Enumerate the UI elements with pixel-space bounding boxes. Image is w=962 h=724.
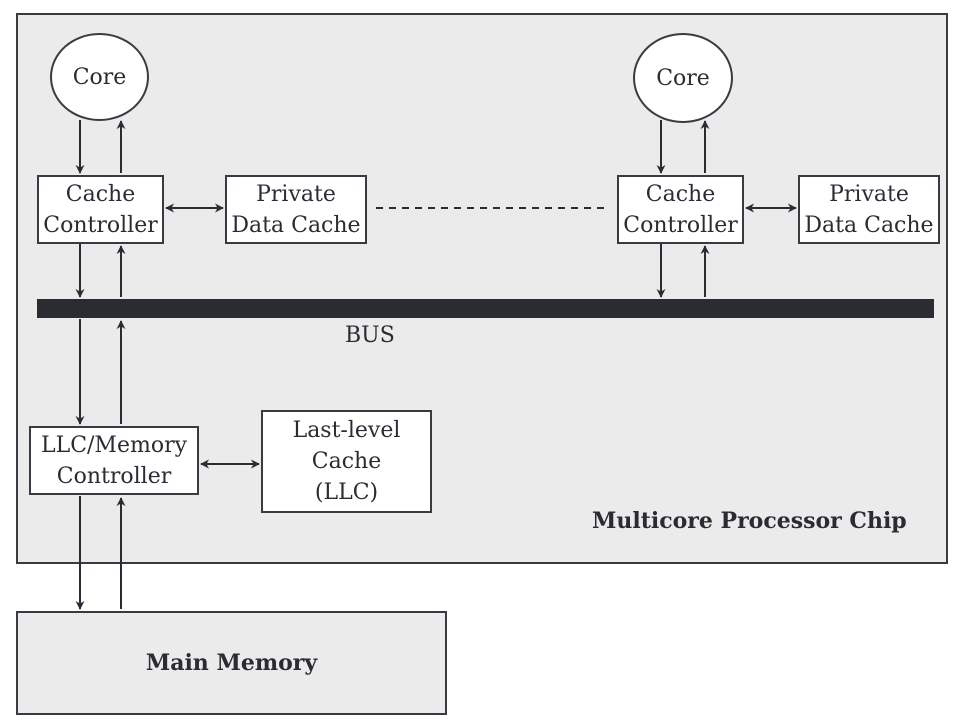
cache-controller-1: Cache Controller [37, 175, 164, 244]
llc-line3: (LLC) [314, 480, 379, 505]
chip-label: Multicore Processor Chip [592, 508, 907, 534]
main-memory-box: Main Memory [16, 611, 447, 715]
private-data-cache-1-line2: Data Cache [231, 212, 361, 238]
cache-controller-2-line2: Controller [623, 212, 738, 238]
cache-controller-2-line1: Cache [645, 181, 716, 207]
llc-memory-controller: LLC/Memory Controller [29, 426, 199, 495]
core-1-label: Core [72, 64, 127, 90]
cache-controller-2: Cache Controller [617, 175, 744, 244]
cache-controller-1-line2: Controller [43, 212, 158, 238]
bus-label: BUS [345, 323, 395, 348]
llc-line2: Cache [311, 449, 382, 474]
private-data-cache-1-line1: Private [256, 181, 336, 207]
private-data-cache-1: Private Data Cache [225, 175, 367, 244]
llc-memory-controller-line1: LLC/Memory [40, 432, 188, 458]
core-1: Core [50, 33, 149, 121]
llc-memory-controller-line2: Controller [56, 463, 172, 489]
core-2-label: Core [656, 65, 710, 91]
private-data-cache-2-line2: Data Cache [804, 212, 934, 238]
cache-controller-1-line1: Cache [65, 181, 136, 207]
private-data-cache-2-line1: Private [829, 181, 909, 207]
last-level-cache: Last-level Cache (LLC) [261, 410, 432, 513]
llc-line1: Last-level [292, 418, 401, 443]
core-2: Core [633, 33, 733, 123]
main-memory-label: Main Memory [145, 650, 318, 676]
private-data-cache-2: Private Data Cache [798, 175, 940, 244]
bus-bar [37, 299, 934, 318]
